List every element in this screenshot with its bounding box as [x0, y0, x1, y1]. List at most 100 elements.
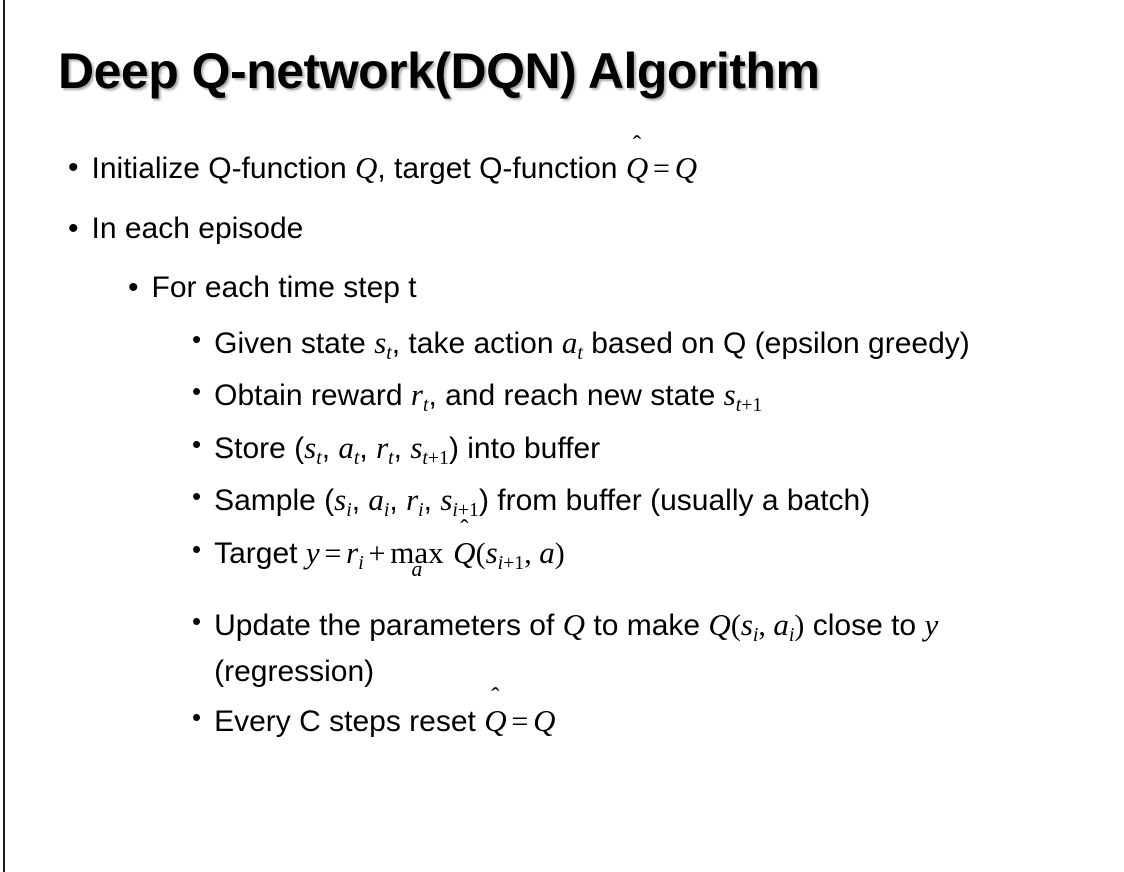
math-plus: +	[368, 536, 386, 570]
math-q: Q	[674, 150, 698, 185]
bullet-dot-icon: •	[192, 481, 202, 512]
math-q: Q	[354, 150, 378, 185]
math-q-hat: ̂Q	[453, 534, 476, 570]
bullet-dot-icon: •	[192, 533, 202, 564]
bullet-obtain-reward-text: Obtain reward rt, and reach new state st…	[201, 373, 1104, 419]
math-y: y	[305, 534, 320, 570]
math-comma: ,	[758, 609, 774, 643]
text-run: ,	[423, 484, 441, 518]
text-run: ,	[351, 484, 369, 518]
text-run: close to	[804, 609, 925, 643]
math-subscript: t+1	[422, 446, 449, 469]
page-title: Deep Q-network(DQN) Algorithm	[58, 43, 820, 99]
math-a: a	[773, 607, 789, 643]
bullet-in-each-episode: • In each episode	[0, 207, 1124, 250]
bullet-in-each-episode-text: In each episode	[91, 211, 304, 245]
bullet-dot-icon: •	[192, 606, 202, 637]
bullet-update-parameters-text: Update the parameters of Q to make Q(si,…	[201, 603, 1104, 693]
bullet-initialize: • Initialize Q-function Q, target Q-func…	[0, 146, 1124, 191]
text-run: to make	[585, 609, 709, 643]
math-r: r	[406, 482, 419, 518]
math-subscript: t	[386, 341, 392, 364]
slide-body: • Initialize Q-function Q, target Q-func…	[0, 146, 1124, 749]
math-q-hat: ̂Q	[484, 702, 507, 738]
math-q-hat: ̂Q	[625, 150, 649, 185]
bullet-dot-icon: •	[128, 270, 139, 304]
math-subscript: i	[788, 624, 795, 647]
text-run: , and reach new state	[428, 379, 724, 413]
math-subscript: i	[346, 499, 352, 522]
text-run: Every C steps reset	[214, 704, 485, 738]
math-subscript: t	[577, 341, 583, 364]
math-s: s	[440, 482, 453, 518]
math-equals: =	[511, 704, 529, 738]
bullet-initialize-text: Initialize Q-function Q, target Q-functi…	[79, 146, 1052, 191]
bullet-target-equation-text: Target y=ri+maxâQ(si+1, a)	[201, 531, 1104, 580]
math-subscript: t+1	[735, 394, 763, 417]
math-a: a	[539, 534, 555, 570]
bullet-reset-target-network-text: Every C steps reset ̂Q=Q	[201, 699, 1104, 744]
math-s: s	[374, 325, 387, 360]
text-run: , target Q-function	[377, 152, 626, 185]
bullet-dot-icon: •	[192, 701, 202, 732]
bullet-dot-icon: •	[192, 428, 202, 459]
bullet-store-buffer-text: Store (st, at, rt, st+1) into buffer	[201, 426, 1104, 472]
text-run: Initialize Q-function	[91, 152, 355, 185]
math-s: s	[740, 607, 753, 643]
math-subscript: i+1	[452, 499, 479, 522]
math-q: Q	[708, 607, 731, 643]
bullet-sample-buffer-text: Sample (si, ai, ri, si+1) from buffer (u…	[201, 478, 1104, 524]
math-q: Q	[562, 607, 586, 643]
bullet-dot-icon: •	[68, 211, 79, 245]
math-y: y	[924, 607, 939, 643]
text-run: based on Q (epsilon greedy)	[582, 327, 970, 360]
math-s: s	[410, 429, 423, 465]
bullet-given-state-text: Given state st, take action at based on …	[201, 321, 1104, 367]
math-subscript: t	[316, 446, 322, 469]
math-equals: =	[324, 536, 342, 570]
math-paren-open: (	[475, 536, 486, 570]
text-run: ,	[359, 431, 377, 465]
text-run: Sample (	[214, 484, 335, 518]
math-paren-close: )	[554, 536, 565, 570]
text-run: Update the parameters of	[214, 609, 563, 643]
text-run: ,	[389, 484, 407, 518]
math-subscript: t	[353, 446, 360, 469]
math-s: s	[723, 377, 736, 413]
bullet-dot-icon: •	[192, 376, 202, 407]
math-a: a	[368, 482, 384, 518]
text-run: ) into buffer	[448, 431, 601, 465]
math-s: s	[485, 534, 498, 570]
bullet-dot-icon: •	[68, 151, 79, 184]
math-paren-open: (	[730, 609, 741, 643]
bullet-given-state: • Given state st, take action at based o…	[0, 321, 1124, 367]
math-subscript: i	[752, 624, 759, 647]
math-subscript: i	[418, 499, 424, 522]
math-a: a	[561, 325, 578, 360]
bullet-obtain-reward: • Obtain reward rt, and reach new state …	[0, 373, 1124, 419]
bullet-update-parameters: • Update the parameters of Q to make Q(s…	[0, 603, 1124, 693]
text-run: Obtain reward	[214, 379, 411, 413]
bullet-dot-icon: •	[192, 324, 202, 354]
bullet-reset-target-network: • Every C steps reset ̂Q=Q	[0, 699, 1124, 744]
text-run: ) from buffer (usually a batch)	[478, 484, 871, 518]
math-a: a	[338, 429, 354, 465]
math-r: r	[346, 534, 359, 570]
text-run: Target	[214, 536, 306, 570]
text-run: Given state	[214, 327, 375, 360]
slide-left-rule	[3, 0, 5, 872]
math-max-limit: a	[411, 556, 423, 581]
bullet-store-buffer: • Store (st, at, rt, st+1) into buffer	[0, 426, 1124, 472]
math-equals: =	[653, 152, 670, 185]
bullet-target-equation: • Target y=ri+maxâQ(si+1, a)	[0, 531, 1124, 580]
math-s: s	[304, 429, 317, 465]
math-paren-close: )	[794, 609, 805, 643]
math-r: r	[410, 377, 423, 413]
math-comma: ,	[524, 536, 540, 570]
math-subscript: i	[383, 499, 390, 522]
math-subscript: i	[358, 551, 364, 574]
text-run: , take action	[391, 327, 562, 360]
math-subscript: t	[422, 394, 429, 417]
bullet-sample-buffer: • Sample (si, ai, ri, si+1) from buffer …	[0, 478, 1124, 524]
